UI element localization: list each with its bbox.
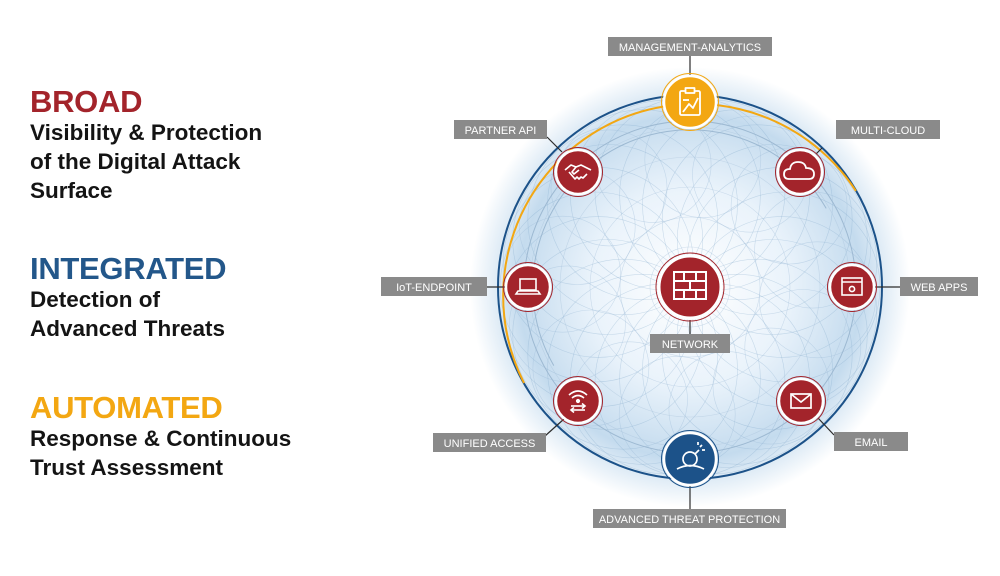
label-unified-access: UNIFIED ACCESS: [433, 433, 546, 452]
browser-window-icon: [841, 277, 863, 296]
label-network: NETWORK: [650, 334, 730, 353]
pillar-broad-line-3: Surface: [30, 178, 113, 203]
label-unified-access-text: UNIFIED ACCESS: [444, 438, 536, 450]
label-iot-endpoint: IoT-ENDPOINT: [381, 277, 487, 296]
pillar-automated-heading: AUTOMATED: [30, 390, 223, 425]
firewall-icon: [673, 271, 707, 300]
node-management-analytics[interactable]: [661, 73, 719, 131]
node-network[interactable]: [655, 252, 725, 322]
clipboard-icon: [679, 87, 701, 116]
pillar-integrated-heading: INTEGRATED: [30, 251, 227, 286]
pillar-broad-line-1: Visibility & Protection: [30, 120, 263, 145]
label-management-analytics: MANAGEMENT-ANALYTICS: [608, 37, 772, 56]
label-partner-api-text: PARTNER API: [465, 125, 537, 137]
sandbox-bomb-icon: [676, 442, 705, 470]
label-web-apps: WEB APPS: [900, 277, 978, 296]
pillar-integrated: INTEGRATED Detection of Advanced Threats: [30, 251, 227, 342]
node-email[interactable]: [776, 376, 826, 426]
label-advanced-threat-protection: ADVANCED THREAT PROTECTION: [593, 509, 786, 528]
pillar-integrated-line-1: Detection of: [30, 287, 161, 312]
pillar-broad-line-2: of the Digital Attack: [30, 149, 241, 174]
pillar-automated-line-1: Response & Continuous: [30, 426, 292, 451]
label-email-text: EMAIL: [854, 437, 887, 449]
node-web-apps[interactable]: [827, 262, 877, 312]
pillar-automated: AUTOMATED Response & Continuous Trust As…: [30, 392, 291, 481]
handshake-icon: [564, 164, 592, 180]
node-partner-api[interactable]: [553, 147, 603, 197]
label-partner-api: PARTNER API: [454, 120, 547, 139]
envelope-icon: [790, 393, 812, 409]
pillar-automated-line-2: Trust Assessment: [30, 455, 223, 480]
label-multi-cloud: MULTI-CLOUD: [836, 120, 940, 139]
label-management-analytics-text: MANAGEMENT-ANALYTICS: [619, 42, 761, 54]
label-advanced-threat-protection-text: ADVANCED THREAT PROTECTION: [599, 514, 780, 526]
node-advanced-threat-protection[interactable]: [661, 430, 719, 488]
label-iot-endpoint-text: IoT-ENDPOINT: [396, 282, 472, 294]
node-labels: MANAGEMENT-ANALYTICS MULTI-CLOUD WEB APP…: [381, 37, 978, 528]
wifi-access-icon: [568, 390, 588, 414]
node-multi-cloud[interactable]: [775, 147, 825, 197]
label-multi-cloud-text: MULTI-CLOUD: [851, 125, 925, 137]
node-iot-endpoint[interactable]: [503, 262, 553, 312]
node-circles: [503, 73, 877, 488]
pillar-broad: BROAD Visibility & Protection of the Dig…: [30, 86, 262, 204]
label-email: EMAIL: [834, 432, 908, 451]
label-web-apps-text: WEB APPS: [911, 282, 968, 294]
outer-ring-gold: [502, 102, 857, 384]
label-network-text: NETWORK: [662, 339, 719, 351]
pillar-broad-heading: BROAD: [30, 84, 143, 119]
node-unified-access[interactable]: [553, 376, 603, 426]
pillar-integrated-line-2: Advanced Threats: [30, 316, 226, 341]
laptop-icon: [514, 278, 542, 295]
cloud-icon: [783, 161, 815, 180]
